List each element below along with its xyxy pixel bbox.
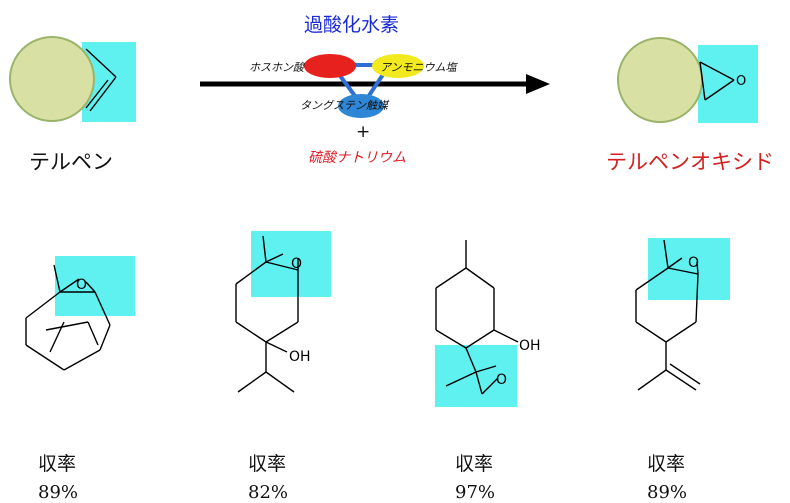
structure-atom-label: OH xyxy=(289,349,311,365)
yield-label: 収率 xyxy=(647,453,685,475)
structure-atom-label: OH xyxy=(519,338,541,354)
epoxide-bond xyxy=(699,61,706,101)
yield-value: 97% xyxy=(455,482,495,503)
terpene-oxide-label: テルペンオキシド xyxy=(606,150,774,174)
product-structure-4: O xyxy=(635,238,730,391)
epoxide-highlight xyxy=(648,238,730,300)
terpene-body-circle xyxy=(9,36,95,122)
yield-label: 収率 xyxy=(248,453,286,475)
yield-value: 89% xyxy=(38,482,78,503)
terpene-schematic xyxy=(9,36,136,122)
yield-label: 収率 xyxy=(455,453,493,475)
double-bond-line xyxy=(89,76,117,112)
double-bond-line xyxy=(85,79,109,109)
terpene-oxide-schematic: O xyxy=(617,37,758,123)
epoxide-oxygen: O xyxy=(736,74,746,89)
tungsten-catalyst-oval xyxy=(338,94,384,118)
phosphonic-acid-oval xyxy=(304,54,356,78)
double-bond-line xyxy=(85,48,117,78)
epoxide-highlight xyxy=(55,256,135,316)
yield-label: 収率 xyxy=(38,453,76,475)
terpene-oxide-body-circle xyxy=(617,37,703,123)
ammonium-salt-label: アンモニウム塩 xyxy=(380,61,459,74)
epoxide-bond xyxy=(704,79,735,101)
epoxide-highlight xyxy=(435,345,517,407)
structure-atom-label: O xyxy=(496,372,507,388)
terpene-label: テルペン xyxy=(29,150,113,174)
structure-atom-label: O xyxy=(688,255,699,271)
yield-value: 82% xyxy=(248,482,288,503)
plus-sign: + xyxy=(356,122,370,142)
product-structure-3: OH O xyxy=(435,240,541,407)
reaction-arrow xyxy=(200,74,550,94)
phosphonic-acid-label: ホスホン酸 xyxy=(249,61,305,74)
structure-atom-label: O xyxy=(76,277,87,293)
yield-value: 89% xyxy=(647,482,687,503)
structure-atom-label: O xyxy=(291,256,302,272)
epoxide-bond xyxy=(699,61,735,81)
oxidant-label: 過酸化水素 xyxy=(304,14,399,36)
ammonium-salt-oval xyxy=(372,54,424,78)
product-structure-2: O OH xyxy=(235,231,331,393)
additive-label: 硫酸ナトリウム xyxy=(308,150,406,166)
arrow-head xyxy=(526,74,550,94)
tungsten-catalyst-label: タングステン触媒 xyxy=(300,99,390,112)
product-structure-1: O xyxy=(25,256,135,371)
